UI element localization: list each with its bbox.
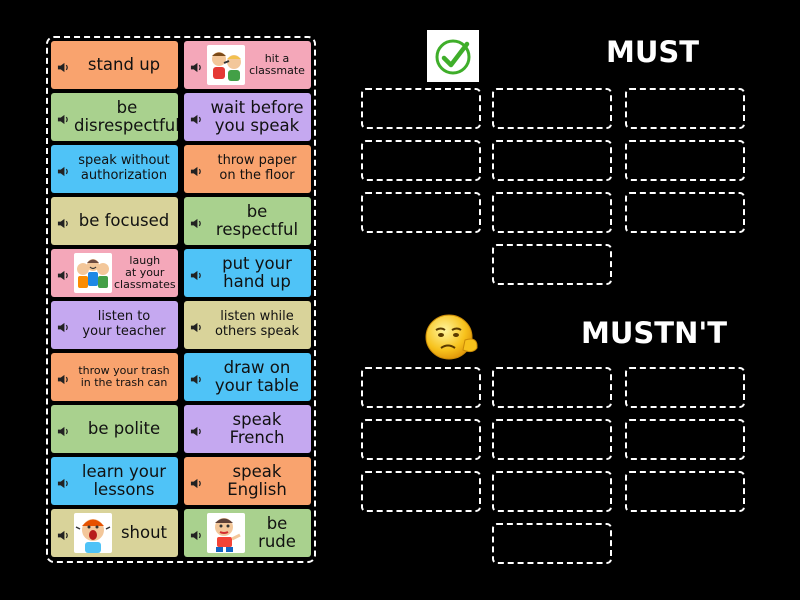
mustnt-drop-slot[interactable] [492,367,612,408]
speaker-icon[interactable] [190,475,203,488]
must-drop-slot[interactable] [361,192,481,233]
speaker-icon[interactable] [190,527,203,540]
tile-label: be polite [87,418,161,438]
must-drop-slot[interactable] [492,244,612,285]
mustnt-drop-slot[interactable] [625,367,745,408]
must-heading: MUST [606,35,700,69]
speaker-icon[interactable] [57,111,70,124]
rude-picture [207,513,245,553]
tile-be-focused[interactable]: be focused [51,197,178,245]
speaker-icon[interactable] [57,59,70,72]
word-pool [46,36,316,563]
tile-label: be focused [78,210,170,230]
must-drop-slot[interactable] [625,192,745,233]
speaker-icon[interactable] [57,371,70,384]
tile-shout[interactable]: shout [51,509,178,557]
tile-be-polite[interactable]: be polite [51,405,178,453]
speaker-icon[interactable] [190,215,203,228]
speaker-icon[interactable] [57,215,70,228]
tile-label: shout [120,522,168,542]
checkmark-icon [427,30,479,82]
speaker-icon[interactable] [190,163,203,176]
mustnt-drop-slot[interactable] [361,471,481,512]
sad-face-icon [423,310,483,362]
must-drop-slot[interactable] [625,88,745,129]
mustnt-drop-slot[interactable] [625,419,745,460]
must-drop-slot[interactable] [625,140,745,181]
mustnt-drop-slot[interactable] [625,471,745,512]
must-drop-slot[interactable] [492,192,612,233]
mustnt-drop-slot[interactable] [492,471,612,512]
mustnt-drop-slot[interactable] [492,419,612,460]
mustnt-drop-slot[interactable] [492,523,612,564]
speaker-icon[interactable] [57,267,70,280]
speaker-icon[interactable] [190,319,203,332]
speaker-icon[interactable] [190,371,203,384]
tile-label: stand up [87,54,161,74]
must-drop-slot[interactable] [492,140,612,181]
speaker-icon[interactable] [57,527,70,540]
must-drop-slot[interactable] [492,88,612,129]
speaker-icon[interactable] [190,267,203,280]
speaker-icon[interactable] [190,59,203,72]
mustnt-drop-slot[interactable] [361,419,481,460]
mustnt-drop-slot[interactable] [361,367,481,408]
speaker-icon[interactable] [57,475,70,488]
speaker-icon[interactable] [57,319,70,332]
hit-picture [207,45,245,85]
mustnt-heading: MUSTN'T [581,316,728,350]
laugh-picture [74,253,112,293]
speaker-icon[interactable] [190,423,203,436]
shout-picture [74,513,112,553]
must-drop-slot[interactable] [361,88,481,129]
speaker-icon[interactable] [57,423,70,436]
speaker-icon[interactable] [190,111,203,124]
speaker-icon[interactable] [57,163,70,176]
must-drop-slot[interactable] [361,140,481,181]
tile-stand-up[interactable]: stand up [51,41,178,89]
